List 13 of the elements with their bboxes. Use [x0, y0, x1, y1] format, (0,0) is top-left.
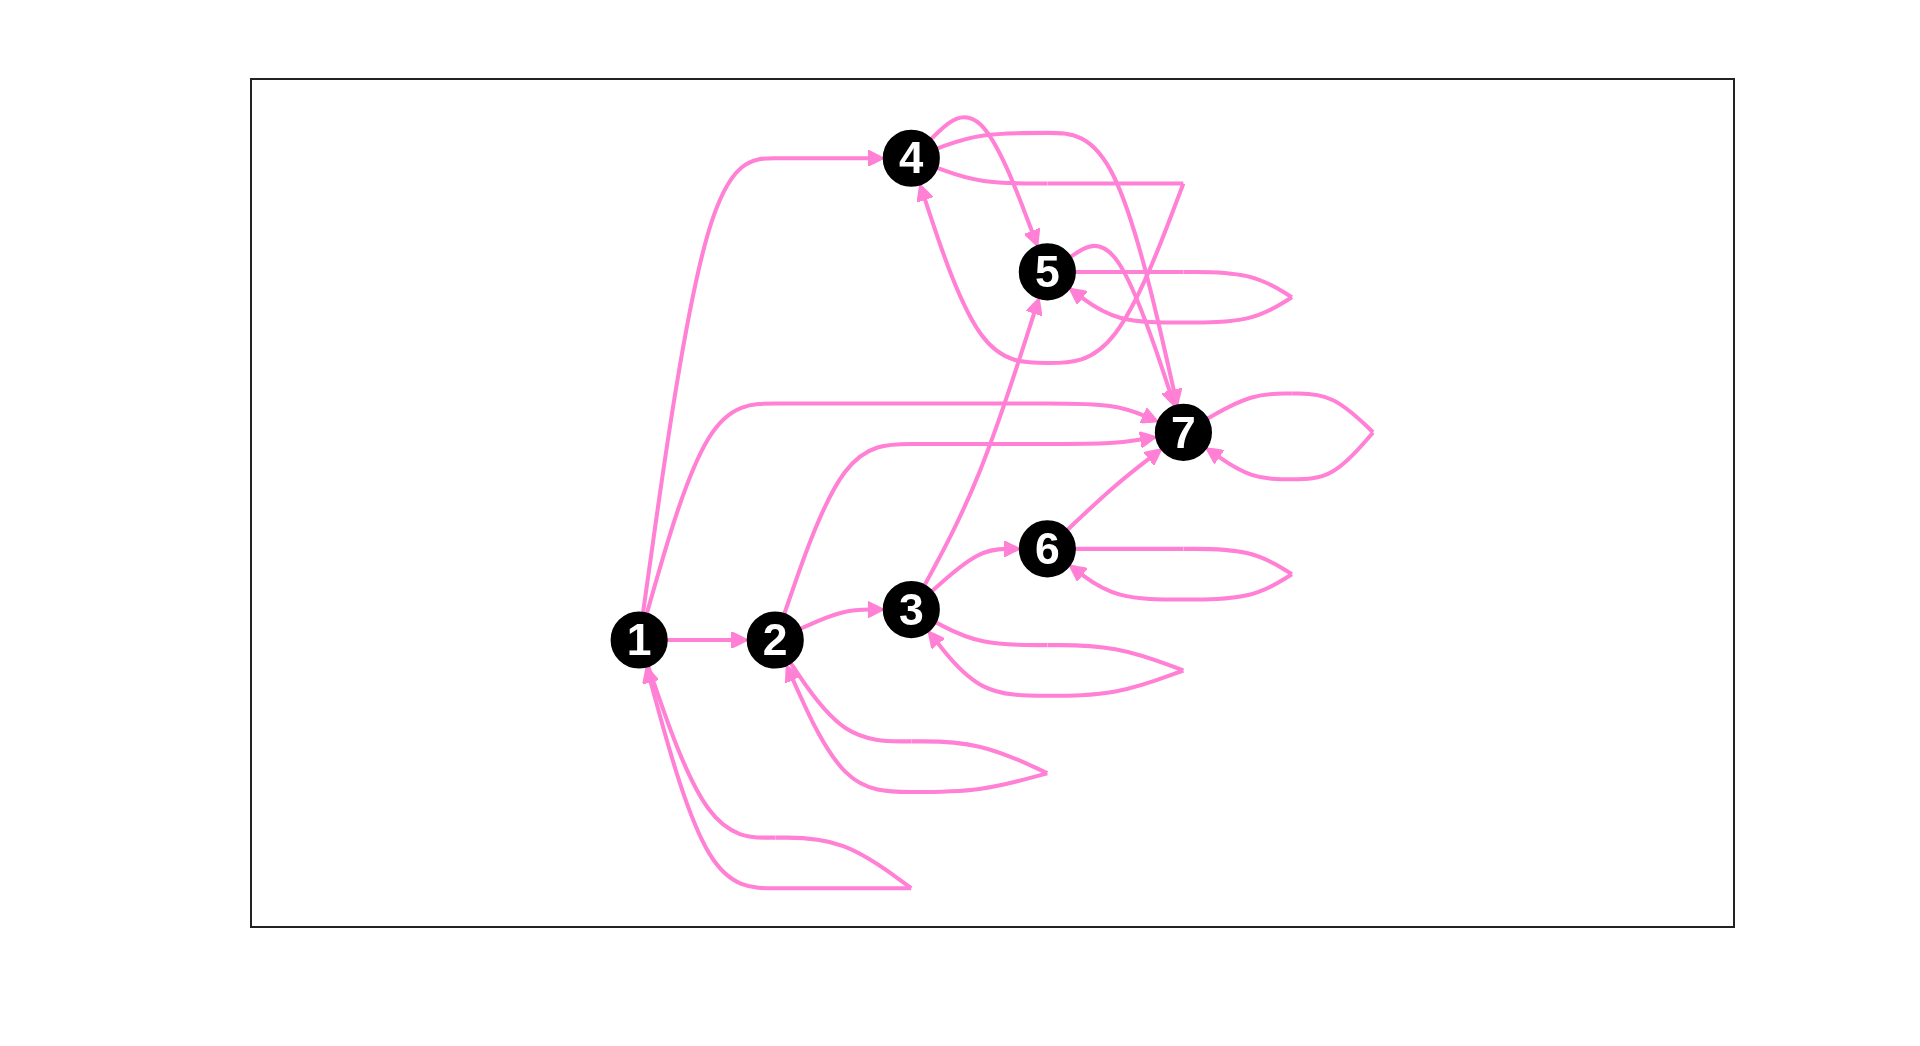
arrow: [644, 401, 1159, 615]
arrow: [927, 620, 1185, 698]
node-circle: 3: [882, 581, 940, 639]
node-circle: 4: [882, 129, 940, 187]
arrow: [922, 297, 1043, 587]
arrow: [1066, 448, 1163, 532]
node-circle: 7: [1154, 403, 1212, 462]
node-circle: 1: [610, 611, 668, 669]
arrow: [929, 115, 1041, 248]
node-circle: 6: [1018, 520, 1076, 578]
node-circle: 5: [1018, 243, 1076, 301]
node-circle: 2: [746, 611, 804, 669]
arrow: [930, 540, 1021, 593]
